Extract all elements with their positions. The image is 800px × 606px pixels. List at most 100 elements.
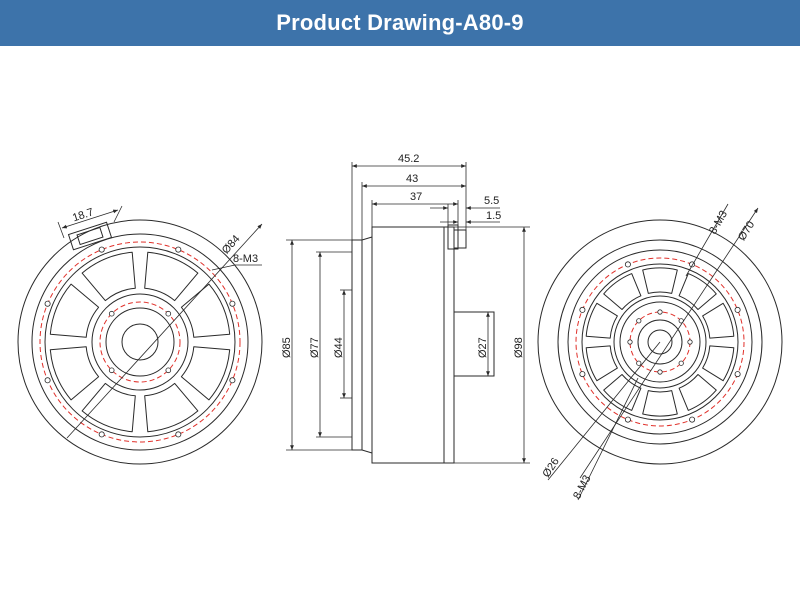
front-diameter-leader xyxy=(66,223,263,439)
bolt-hole xyxy=(44,377,51,384)
spoke-window xyxy=(678,374,717,411)
bolt-hole xyxy=(657,369,663,375)
back-web-ring xyxy=(581,263,739,421)
spoke-window xyxy=(642,390,678,417)
back-diameter-leader xyxy=(579,207,759,479)
bolt-hole xyxy=(165,310,172,317)
side-label-77: Ø77 xyxy=(309,337,321,358)
spoke-window xyxy=(603,273,642,310)
side-body xyxy=(371,226,455,464)
back-holes-label: 8-M3 xyxy=(707,209,730,237)
spoke-window xyxy=(144,251,199,302)
front-hub-inner xyxy=(105,307,175,377)
front-spoke-windows xyxy=(49,251,231,433)
front-inner-rim xyxy=(31,233,249,451)
spoke-window xyxy=(585,345,618,382)
spoke-window xyxy=(49,283,100,338)
bolt-hole xyxy=(98,246,105,253)
bolt-hole xyxy=(734,306,741,313)
back-spoke-windows xyxy=(585,267,735,417)
spoke-window xyxy=(603,374,642,411)
front-bolt-circle xyxy=(39,241,241,443)
front-holes-leader xyxy=(211,264,236,271)
front-outer-rim xyxy=(17,219,263,465)
spoke-window xyxy=(585,302,618,339)
back-shaft xyxy=(647,329,673,355)
bolt-hole xyxy=(229,377,236,384)
back-diameter-label: Ø70 xyxy=(736,219,757,243)
page-title: Product Drawing-A80-9 xyxy=(276,10,524,35)
spoke-window xyxy=(642,267,678,294)
back-hub-inner xyxy=(637,319,683,365)
side-label-1-5: 1.5 xyxy=(486,210,501,222)
bolt-hole xyxy=(636,360,642,366)
side-shaft xyxy=(453,311,495,377)
side-label-5-5: 5.5 xyxy=(484,195,499,207)
bolt-hole xyxy=(624,261,631,268)
front-width-label: 18.7 xyxy=(71,206,95,224)
back-holes-leader xyxy=(685,203,729,277)
spoke-window xyxy=(702,302,735,339)
front-view: 18.7 Ø84 8-M3 xyxy=(17,205,263,465)
title-bar: Product Drawing-A80-9 xyxy=(0,0,800,46)
spoke-window xyxy=(81,382,136,433)
front-width-dim-line xyxy=(61,209,119,229)
front-hub-ring xyxy=(91,293,189,391)
bolt-hole xyxy=(734,371,741,378)
bolt-hole xyxy=(636,318,642,324)
back-view: Ø70 8-M3 Ø26 8-M3 xyxy=(537,203,783,501)
side-right-lip xyxy=(447,224,459,250)
side-view: Ø85 Ø77 Ø44 Ø27 Ø98 45.2 43 37 5.5 1.5 xyxy=(281,153,530,464)
back-inner-diameter-leader xyxy=(547,341,661,481)
front-hub-bolt-circle xyxy=(99,301,181,383)
front-width-ext-1 xyxy=(57,221,65,239)
bolt-hole xyxy=(44,300,51,307)
spoke-window xyxy=(702,345,735,382)
side-label-37: 37 xyxy=(410,191,422,203)
spoke-window xyxy=(180,283,231,338)
front-hub-bolt-holes xyxy=(108,310,172,374)
front-bolt-holes xyxy=(44,246,236,438)
technical-drawing: 18.7 Ø84 8-M3 Ø85 Ø77 Ø44 xyxy=(17,153,783,501)
back-outer-rim xyxy=(537,219,783,465)
front-tab-inner xyxy=(76,226,104,246)
side-label-27: Ø27 xyxy=(477,337,489,358)
side-flange xyxy=(361,236,373,454)
bolt-hole xyxy=(624,416,631,423)
front-shaft-bore xyxy=(121,323,159,361)
side-label-45-2: 45.2 xyxy=(398,153,419,165)
front-holes-label: 8-M3 xyxy=(233,253,258,265)
back-inner-diameter-label: Ø26 xyxy=(540,456,561,480)
front-tab xyxy=(67,221,113,251)
front-web-ring xyxy=(44,246,236,438)
spoke-window xyxy=(49,346,100,401)
spoke-window xyxy=(180,346,231,401)
back-inner-holes-label: 8-M3 xyxy=(571,473,593,501)
back-inner-holes-leader xyxy=(577,377,639,501)
bolt-hole xyxy=(175,431,182,438)
back-bolt-circle xyxy=(575,257,745,427)
bolt-hole xyxy=(579,371,586,378)
side-label-85: Ø85 xyxy=(281,337,293,358)
bolt-hole xyxy=(98,431,105,438)
back-bolt-holes xyxy=(579,261,741,423)
side-label-98: Ø98 xyxy=(513,337,525,358)
bolt-hole xyxy=(579,306,586,313)
bolt-hole xyxy=(687,339,693,345)
side-label-44: Ø44 xyxy=(333,337,345,358)
bolt-hole xyxy=(678,360,684,366)
bolt-hole xyxy=(627,339,633,345)
bolt-hole xyxy=(108,367,115,374)
side-right-cap xyxy=(453,229,467,249)
back-hub-bolt-holes xyxy=(627,309,693,375)
back-rim-3 xyxy=(567,249,753,435)
bolt-hole xyxy=(657,309,663,315)
side-label-43: 43 xyxy=(406,173,418,185)
bolt-hole xyxy=(108,310,115,317)
side-flange-rim xyxy=(351,239,362,451)
bolt-hole xyxy=(689,416,696,423)
bolt-hole xyxy=(229,300,236,307)
spoke-window xyxy=(678,273,717,310)
back-hub-ring-2 xyxy=(619,301,701,383)
back-hub-ring xyxy=(613,295,707,389)
